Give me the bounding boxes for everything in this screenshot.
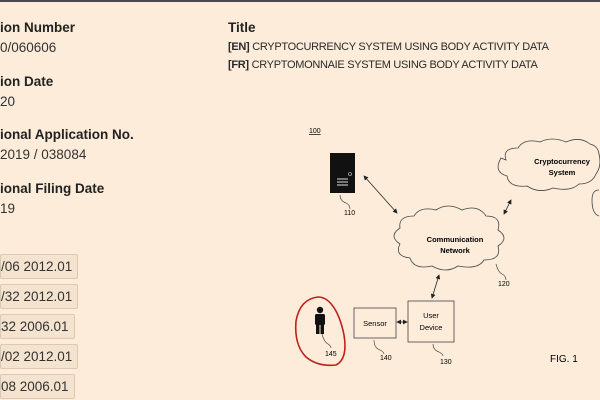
device-label-1: User xyxy=(423,311,439,320)
title-en-text: CRYPTOCURRENCY SYSTEM USING BODY ACTIVIT… xyxy=(252,41,549,53)
network-label-2: Network xyxy=(440,246,470,255)
communication-network-cloud xyxy=(393,205,505,271)
international-filing-date-value: 19 xyxy=(0,201,16,216)
network-ref: 120 xyxy=(498,281,510,288)
publication-number-label: ion Number xyxy=(0,20,76,35)
international-filing-date-label: ional Filing Date xyxy=(0,181,105,196)
person-ref: 145 xyxy=(325,351,337,358)
title-fr: [FR] CRYPTOMONNAIE SYSTEM USING BODY ACT… xyxy=(228,59,594,71)
crypto-label-2: System xyxy=(549,168,576,177)
device-ref: 130 xyxy=(440,359,452,366)
publication-date-value: 20 xyxy=(0,94,16,109)
ipc-tag[interactable]: 08 2006.01 xyxy=(0,374,75,399)
partial-cloud xyxy=(591,189,600,217)
system-ref: 100 xyxy=(309,128,321,135)
sensor-ref: 140 xyxy=(380,355,392,362)
top-border xyxy=(0,0,600,2)
title-fr-text: CRYPTOMONNAIE SYSTEM USING BODY ACTIVITY… xyxy=(251,59,538,71)
ipc-tag[interactable]: 32 2006.01 xyxy=(0,314,75,339)
person-icon xyxy=(315,306,325,334)
network-label-1: Communication xyxy=(427,235,484,244)
title-heading: Title xyxy=(228,20,256,35)
server-icon xyxy=(330,153,355,193)
sensor-box xyxy=(353,307,397,339)
user-device-box xyxy=(407,300,455,343)
publication-date-label: ion Date xyxy=(0,74,54,89)
publication-number-value: 0/060606 xyxy=(0,40,57,55)
sensor-label: Sensor xyxy=(363,319,387,328)
network-crypto-link xyxy=(503,199,512,215)
device-label-2: Device xyxy=(420,323,443,332)
server-ref: 110 xyxy=(344,210,355,217)
server-network-link xyxy=(363,175,398,214)
lang-tag-en: [EN] xyxy=(228,41,250,53)
cryptocurrency-system-cloud xyxy=(497,138,600,191)
title-en: [EN] CRYPTOCURRENCY SYSTEM USING BODY AC… xyxy=(228,41,594,53)
crypto-label-1: Cryptocurrency xyxy=(534,157,591,166)
international-application-value: 2019 / 038084 xyxy=(0,147,87,162)
red-annotation-circle xyxy=(294,296,346,367)
international-application-label: ional Application No. xyxy=(0,127,134,142)
figure-label: FIG. 1 xyxy=(550,354,578,365)
ipc-tag[interactable]: /06 2012.01 xyxy=(0,254,79,279)
ipc-tag[interactable]: /32 2012.01 xyxy=(0,284,79,309)
ipc-tag[interactable]: /02 2012.01 xyxy=(0,344,79,369)
lang-tag-fr: [FR] xyxy=(228,59,249,71)
device-network-link xyxy=(430,274,441,299)
